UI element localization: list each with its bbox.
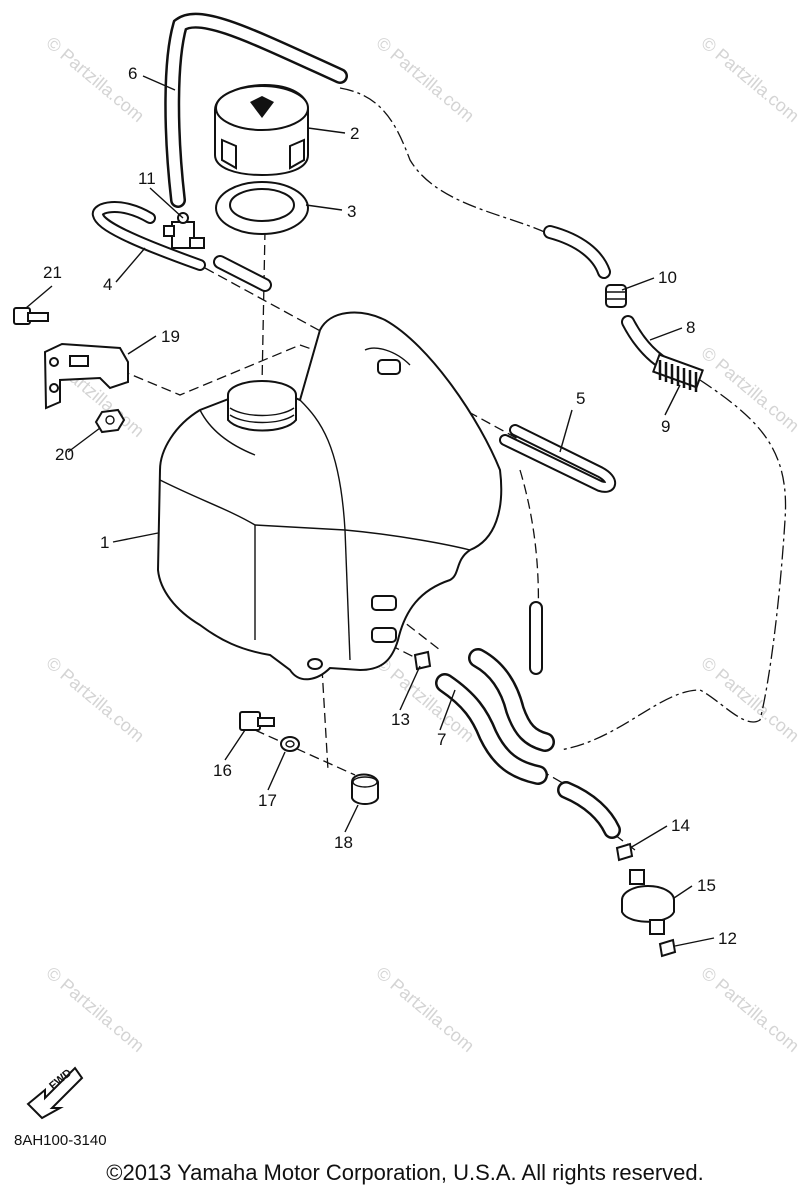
routing-line: [339, 87, 561, 241]
hose-4: [93, 203, 204, 269]
callout-16: 16: [213, 761, 232, 780]
joint-10: [605, 284, 627, 308]
callout-3: 3: [347, 202, 356, 221]
callout-12: 12: [718, 929, 737, 948]
copyright-notice: ©2013 Yamaha Motor Corporation, U.S.A. A…: [106, 1160, 704, 1185]
callout-8: 8: [686, 318, 695, 337]
dash-cap-to-neck: [261, 229, 266, 386]
callout-4: 4: [103, 275, 112, 294]
callout-14: 14: [671, 816, 690, 835]
cap-gasket: [215, 181, 309, 235]
callout-5: 5: [576, 389, 585, 408]
hose-5: [501, 426, 615, 491]
callout-10: 10: [658, 268, 677, 287]
callout-11: 11: [138, 169, 156, 188]
bracket-19: [43, 342, 129, 410]
callout-17: 17: [258, 791, 277, 810]
watermark: © Partzilla.com: [42, 963, 148, 1056]
callout-7: 7: [437, 730, 446, 749]
drawing-code: 8AH100-3140: [14, 1132, 107, 1149]
radiator-cap: [214, 83, 309, 177]
watermark: © Partzilla.com: [697, 343, 803, 436]
watermark: © Partzilla.com: [697, 653, 803, 746]
grommet-18: [351, 773, 379, 805]
routing-dash-5: [519, 469, 540, 621]
filter-15: [621, 869, 675, 935]
watermark: © Partzilla.com: [697, 33, 803, 126]
callout-15: 15: [697, 876, 716, 895]
callout-6: 6: [128, 64, 137, 83]
watermark: © Partzilla.com: [372, 963, 478, 1056]
bolt-21: [13, 307, 49, 325]
reservoir-tank: [156, 311, 503, 681]
watermark: © Partzilla.com: [42, 653, 148, 746]
washer-17: [280, 736, 300, 752]
callout-1: 1: [100, 533, 109, 552]
leader-lines: [25, 75, 715, 947]
callout-21: 21: [43, 263, 62, 282]
callout-19: 19: [161, 327, 180, 346]
dash-mount: [321, 667, 329, 771]
callout-9: 9: [661, 417, 670, 436]
callout-18: 18: [334, 833, 353, 852]
bolt-16: [239, 711, 275, 731]
nut-20: [94, 408, 126, 434]
fwd-arrow-icon: FWD: [26, 1066, 84, 1120]
dash-bottom: [254, 729, 356, 776]
routing-line-right: [559, 379, 787, 751]
callout-2: 2: [350, 124, 359, 143]
watermark: © Partzilla.com: [372, 33, 478, 126]
watermark: © Partzilla.com: [697, 963, 803, 1056]
clamp-12: [658, 938, 677, 958]
clamp-13: [413, 650, 432, 671]
fitting-11: [163, 212, 205, 249]
hose-6-inner: [166, 15, 346, 206]
spring-9: [652, 353, 704, 392]
clamp-14: [615, 842, 634, 862]
hose-5-outline: [499, 424, 617, 493]
callout-13: 13: [391, 710, 410, 729]
callout-20: 20: [55, 445, 74, 464]
